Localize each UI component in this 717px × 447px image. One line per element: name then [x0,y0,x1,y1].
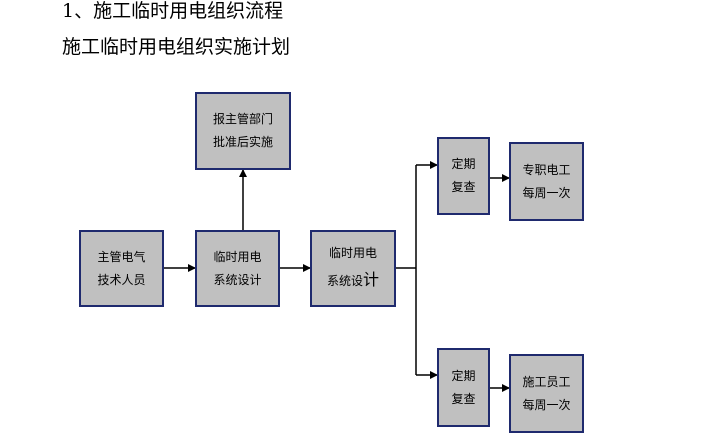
node-line-2: 复查 [451,180,476,194]
node-line-1: 定期 [451,157,476,172]
node-line-2: 每周一次 [522,185,571,200]
node-line-2: 系统设计 [213,272,262,287]
node-periodic-check-top: 定期 复查 [437,137,490,215]
node-periodic-check-bottom: 定期 复查 [437,348,490,427]
node-line-1: 临时用电 [213,249,262,264]
node-line-2-large-char: 计 [363,269,380,289]
node-line-1: 报主管部门 [212,112,273,127]
node-approval: 报主管部门 批准后实施 [195,92,291,170]
node-line-1: 施工员工 [522,374,571,389]
node-line-1: 主管电气 [97,249,146,264]
node-line-2: 每周一次 [522,397,571,412]
node-line-1: 定期 [451,368,476,383]
node-line-1: 专职电工 [522,162,571,177]
node-line-2: 系统设计 [327,265,379,295]
node-line-2-main: 系统设 [326,273,363,288]
subsection-heading: 施工临时用电组织实施计划 [62,36,291,58]
node-system-design-1: 临时用电 系统设计 [195,230,280,307]
node-line-1: 临时用电 [328,245,377,260]
node-supervisor-technician: 主管电气 技术人员 [79,230,164,307]
node-line-2: 技术人员 [97,272,146,287]
section-heading: 1、施工临时用电组织流程 [62,0,284,22]
node-electrician: 专职电工 每周一次 [509,142,584,221]
node-construction-worker: 施工员工 每周一次 [509,354,584,433]
node-line-2: 批准后实施 [212,135,273,149]
node-system-design-2: 临时用电 系统设计 [310,230,396,307]
node-line-2: 复查 [451,391,476,406]
